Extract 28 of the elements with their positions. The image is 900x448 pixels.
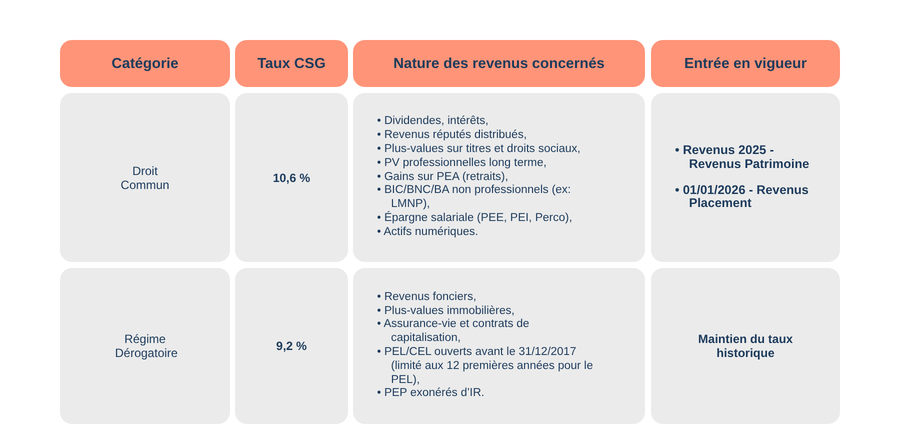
list-item: • Actifs numériques. bbox=[376, 226, 480, 240]
list-item: • Dividendes, intérêts, bbox=[376, 115, 490, 130]
list-item: • BIC/BNC/BA non professionnels (ex: LMNP), bbox=[376, 184, 572, 211]
list-item: • 01/01/2026 - Revenus Placement bbox=[674, 184, 810, 212]
list-item: • Plus-values sur titres et droits sociaux, bbox=[376, 143, 582, 157]
list-item: • PV professionnelles long terme, bbox=[376, 156, 548, 171]
list-item: • Épargne salariale (PEE, PEI, Perco), bbox=[376, 212, 574, 226]
cell-text: Droit Commun bbox=[120, 164, 170, 192]
list-item: • Assurance-vie et contrats de capitalisation, bbox=[376, 318, 530, 346]
cell-text: Régime Dérogatoire bbox=[115, 332, 175, 360]
list-item: • PEP exonérés d’IR. bbox=[376, 387, 486, 402]
list-item: • Revenus fonciers, bbox=[376, 290, 478, 305]
list-item: • Revenus 2025 - Revenus Patrimoine bbox=[674, 144, 810, 172]
column-header: Nature des revenus concernés bbox=[393, 56, 605, 72]
header-cell bbox=[235, 40, 348, 87]
column-header: Entrée en vigueur bbox=[684, 56, 807, 72]
cell-text: 9,2 % bbox=[276, 339, 307, 353]
list-item: • Revenus réputés distribués, bbox=[376, 129, 528, 143]
list-item: • PEL/CEL ouverts avant le 31/12/2017 (limité aux 12 premières années pour le PEL), bbox=[376, 346, 594, 388]
header-cell bbox=[651, 40, 840, 87]
header-cell bbox=[60, 40, 230, 87]
column-header: Catégorie bbox=[112, 56, 178, 72]
cell-text: Maintien du taux historique bbox=[697, 332, 794, 360]
cell-text: 10,6 % bbox=[272, 170, 310, 184]
column-header: Taux CSG bbox=[257, 56, 326, 72]
list-item: • Gains sur PEA (retraits), bbox=[376, 170, 510, 184]
list-item: • Plus-values immobilières, bbox=[376, 304, 516, 318]
header-cell bbox=[353, 40, 645, 87]
